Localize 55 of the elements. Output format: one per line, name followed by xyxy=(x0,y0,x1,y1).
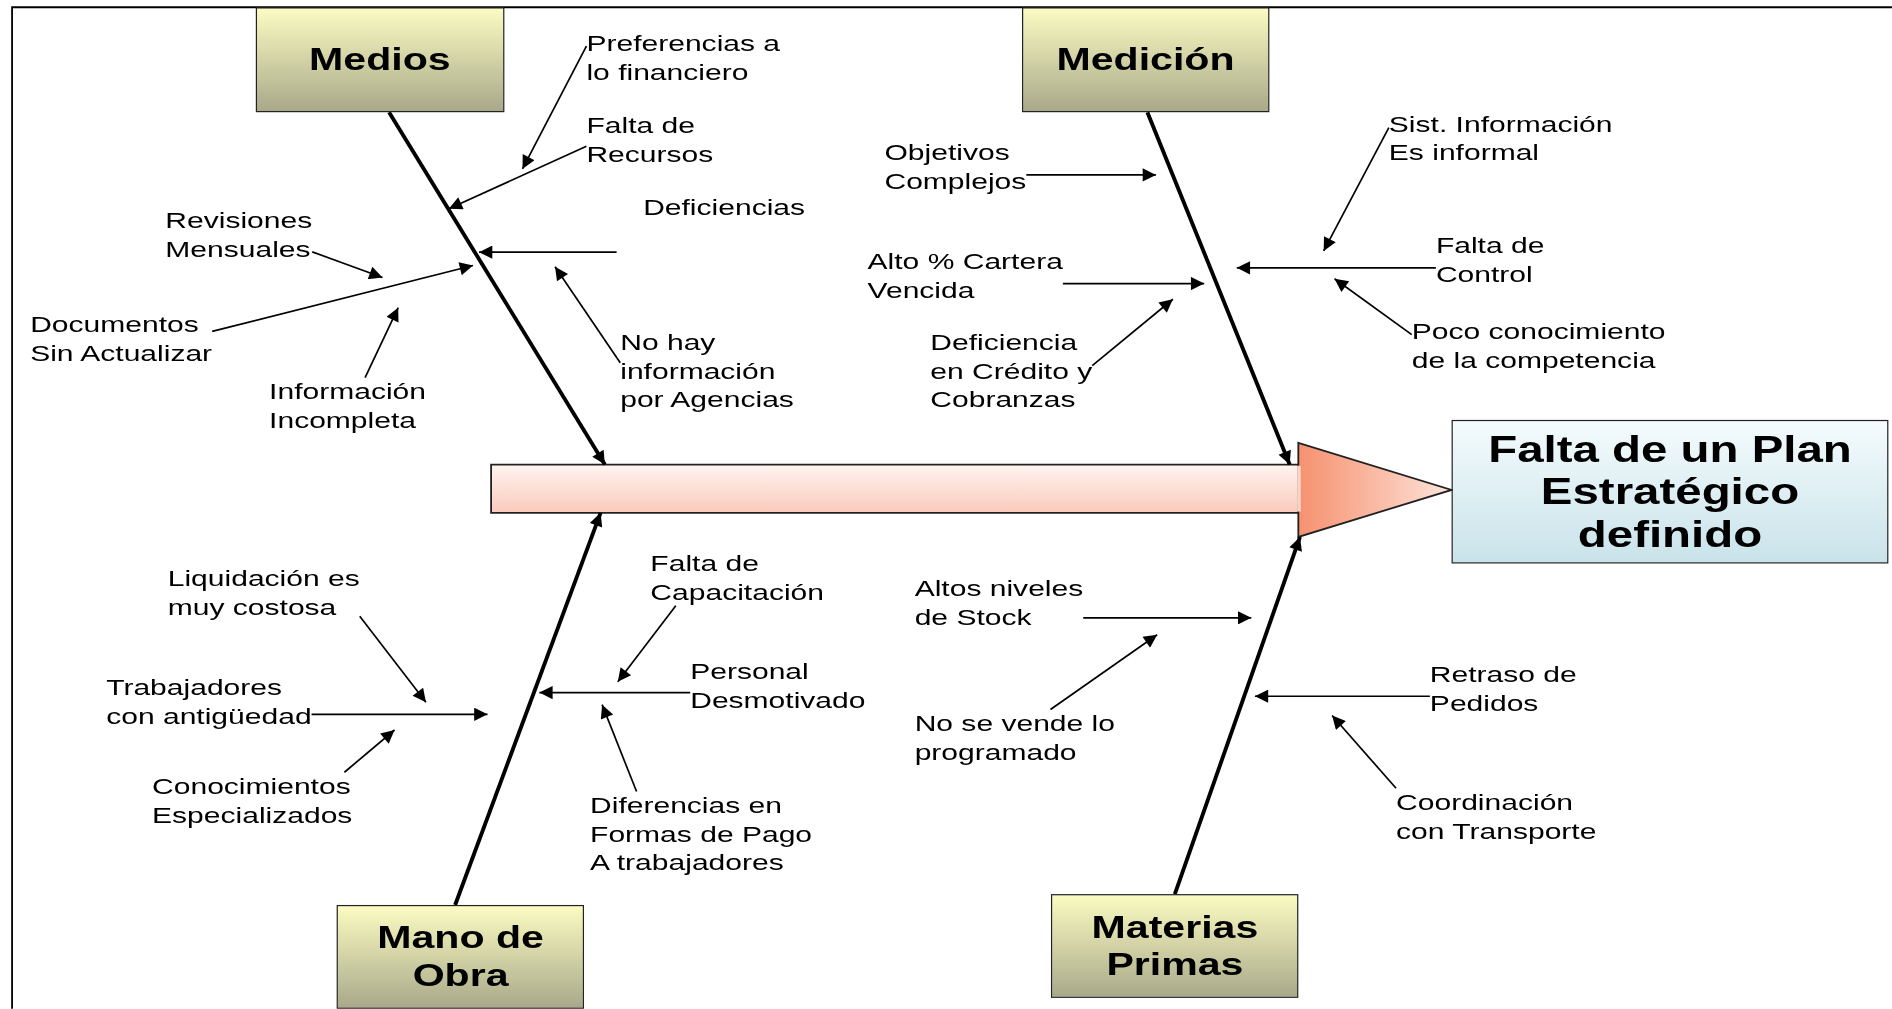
cause-label: Altos niveles de Stock xyxy=(914,574,1084,632)
arrow xyxy=(1062,276,1206,291)
cause-label: Personal Desmotivado xyxy=(690,657,866,715)
cause-label: Falta de Control xyxy=(1435,231,1545,289)
cause-label: Retraso de Pedidos xyxy=(1429,660,1577,717)
cause-label: Poco conocimiento de la competencia xyxy=(1411,317,1666,375)
arrow xyxy=(616,604,677,683)
arrow xyxy=(538,685,692,700)
arrow xyxy=(1049,633,1158,711)
arrow xyxy=(1025,168,1157,182)
arrow xyxy=(448,145,588,210)
cause-label: Conocimientos Especializados xyxy=(152,772,353,829)
category-box: Mano de Obra xyxy=(336,904,584,1009)
arrow xyxy=(1091,298,1174,367)
cause-label: Documentos Sin Actualizar xyxy=(30,310,213,367)
cause-label: Falta de Capacitación xyxy=(650,549,824,606)
cause-label: Diferencias en Formas de Pago A trabajadores xyxy=(590,791,813,877)
cause-label: Sist. Información Es informal xyxy=(1388,109,1613,167)
arrow xyxy=(521,45,588,170)
arrow xyxy=(1254,689,1431,703)
bone-arrow xyxy=(1145,111,1292,466)
category-box: Medición xyxy=(1022,7,1270,113)
cause-label: Objetivos Complejos xyxy=(884,138,1027,196)
spine-arrow xyxy=(491,442,1452,537)
bone-arrow xyxy=(1173,536,1302,895)
cause-label: No hay información por Agencias xyxy=(620,328,794,414)
cause-label: Preferencias a lo financiero xyxy=(586,28,781,86)
cause-label: Trabajadores con antigüedad xyxy=(106,673,312,730)
cause-label: Información Incompleta xyxy=(269,377,426,435)
arrow xyxy=(1082,611,1253,625)
cause-label: Alto % Cartera Vencida xyxy=(867,247,1063,305)
arrow xyxy=(554,265,622,364)
category-box: Materias Primas xyxy=(1050,894,1299,998)
arrow xyxy=(1235,261,1437,275)
cause-label: Liquidación es muy costosa xyxy=(167,564,360,622)
arrow xyxy=(211,262,474,333)
bone-arrow xyxy=(453,512,603,906)
arrow xyxy=(478,245,618,259)
arrow xyxy=(310,707,489,721)
cause-label: Falta de Recursos xyxy=(586,111,714,168)
cause-label: Revisiones Mensuales xyxy=(165,206,313,264)
cause-label: Deficiencias xyxy=(643,193,806,222)
cause-label: Coordinación con Transporte xyxy=(1396,787,1597,845)
cause-label: No se vende lo programado xyxy=(914,709,1115,767)
bone-arrow xyxy=(387,111,607,466)
category-box: Medios xyxy=(255,7,505,113)
arrow xyxy=(343,729,396,774)
cause-label: Deficiencia en Crédito y Cobranzas xyxy=(930,328,1093,414)
arrow xyxy=(1322,126,1390,252)
arrow xyxy=(311,251,384,280)
arrow xyxy=(1331,714,1397,790)
arrow xyxy=(600,703,638,793)
arrow xyxy=(364,306,400,379)
arrow xyxy=(1333,277,1413,336)
arrow xyxy=(358,615,427,704)
